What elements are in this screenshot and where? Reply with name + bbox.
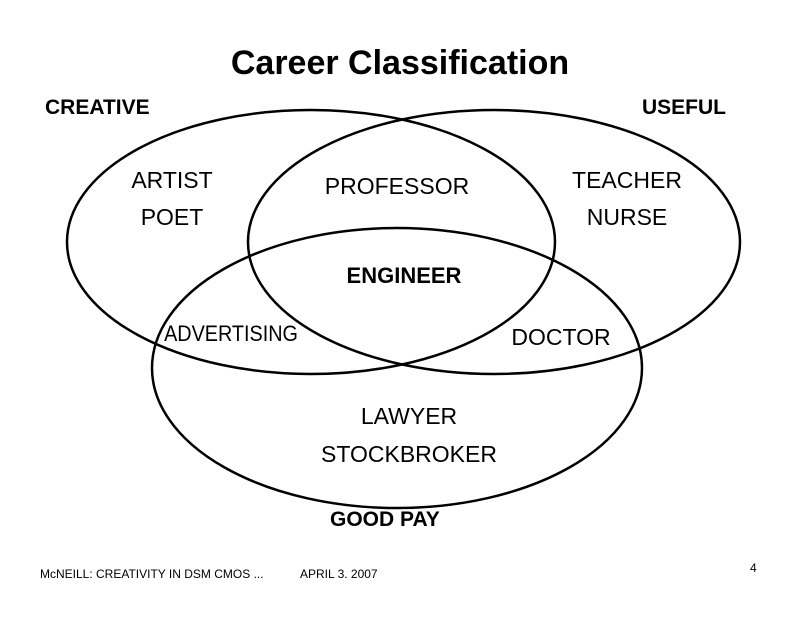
set-label-creative: CREATIVE: [45, 96, 150, 119]
region-engineer: ENGINEER: [346, 263, 462, 288]
good-pay-ellipse: [150, 226, 644, 510]
region-teacher: TEACHER: [572, 167, 682, 193]
set-label-useful: USEFUL: [642, 96, 726, 119]
region-poet: POET: [140, 204, 204, 230]
region-stockbroker: STOCKBROKER: [321, 441, 497, 467]
page-number: 4: [750, 561, 757, 575]
useful-ellipse: [246, 108, 742, 376]
set-label-good-pay: GOOD PAY: [330, 508, 440, 531]
region-lawyer: LAWYER: [360, 403, 458, 429]
footer-date: APRIL 3. 2007: [300, 567, 378, 581]
footer-presentation: McNEILL: CREATIVITY IN DSM CMOS ...: [40, 567, 264, 581]
region-professor: PROFESSOR: [324, 173, 470, 199]
region-advertising: ADVERTISING: [164, 321, 298, 346]
creative-ellipse: [65, 108, 557, 376]
region-doctor: DOCTOR: [511, 324, 611, 350]
region-artist: ARTIST: [131, 167, 213, 193]
slide-title: Career Classification: [230, 44, 570, 82]
region-nurse: NURSE: [586, 204, 668, 230]
